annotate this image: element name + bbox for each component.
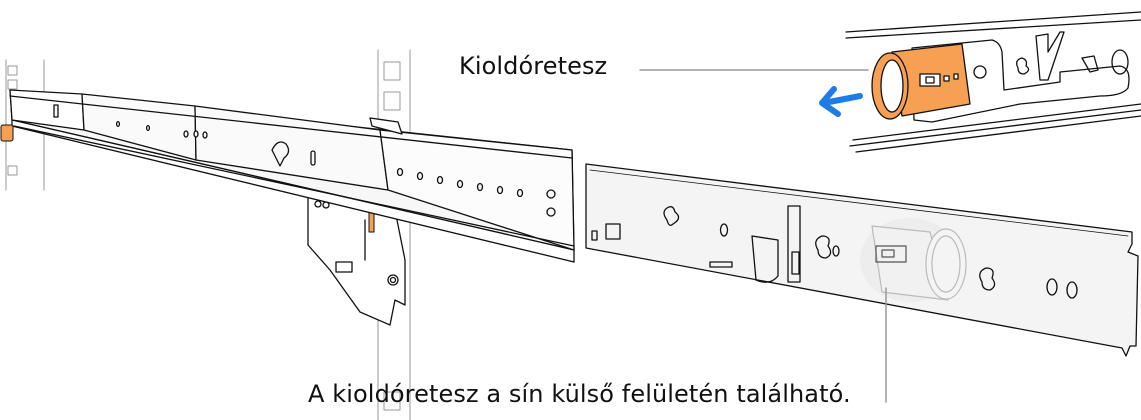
front-latch-orange xyxy=(0,124,14,142)
rack-rail-assembly xyxy=(9,89,575,263)
location-callout-label: A kioldóretesz a sín külső felületén tal… xyxy=(308,380,851,408)
arrow-left-icon xyxy=(819,86,863,117)
latch-ghost-outline xyxy=(860,218,967,302)
latch-cylinder-orange xyxy=(871,43,971,120)
latch-callout-label: Kioldóretesz xyxy=(459,52,608,80)
